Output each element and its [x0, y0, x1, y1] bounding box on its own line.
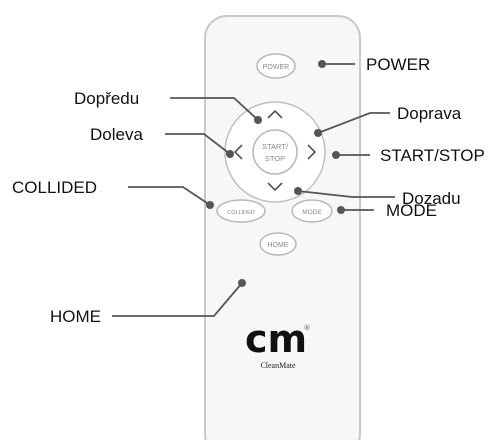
- power-button-label: POWER: [263, 64, 289, 71]
- remote-body: [204, 15, 361, 440]
- collided-button-label: COLLIDED: [227, 210, 255, 216]
- label-power: POWER: [366, 55, 431, 74]
- label-forward: Dopředu: [74, 89, 140, 108]
- dot-power: [318, 60, 326, 68]
- dot-mode: [337, 206, 345, 214]
- right-chevron-icon[interactable]: [307, 144, 317, 160]
- label-home: HOME: [50, 307, 101, 326]
- logo-registered-mark: ®: [304, 324, 311, 332]
- leader-home: [112, 282, 243, 317]
- dot-start-stop: [332, 151, 340, 159]
- leader-right: [317, 112, 390, 134]
- dot-forward: [254, 116, 262, 124]
- label-mode: MODE: [386, 201, 437, 220]
- start-stop-label-line1: START/: [262, 142, 289, 151]
- label-collided: COLLIDED: [12, 178, 98, 197]
- label-backward: Dozadu: [402, 189, 461, 208]
- home-button[interactable]: [259, 232, 297, 256]
- leader-collided: [128, 186, 211, 206]
- logo-wordmark: CleanMate: [260, 361, 296, 370]
- dot-collided: [206, 201, 214, 209]
- label-left: Doleva: [90, 125, 143, 144]
- cleanmate-logo: cm ® CleanMate: [245, 317, 311, 370]
- dot-home: [238, 279, 246, 287]
- mode-button-label: MODE: [302, 209, 322, 216]
- start-stop-button[interactable]: [252, 129, 298, 175]
- left-chevron-icon[interactable]: [233, 144, 243, 160]
- down-chevron-icon[interactable]: [267, 182, 283, 192]
- dot-backward: [294, 187, 302, 195]
- dot-left: [226, 150, 234, 158]
- home-button-label: HOME: [268, 242, 289, 249]
- leader-dots: [206, 60, 345, 287]
- collided-button[interactable]: [216, 199, 266, 223]
- leader-lines: [112, 63, 395, 317]
- label-right: Doprava: [397, 104, 462, 123]
- up-chevron-icon[interactable]: [267, 109, 283, 119]
- mode-button[interactable]: [291, 199, 333, 223]
- logo-mark: cm: [245, 317, 307, 361]
- leader-left: [165, 133, 231, 155]
- leader-backward: [297, 190, 395, 198]
- leader-forward: [170, 97, 259, 121]
- start-stop-label-line2: STOP: [265, 154, 285, 163]
- power-button[interactable]: [256, 53, 296, 79]
- label-start-stop: START/STOP: [380, 146, 485, 165]
- dot-right: [314, 129, 322, 137]
